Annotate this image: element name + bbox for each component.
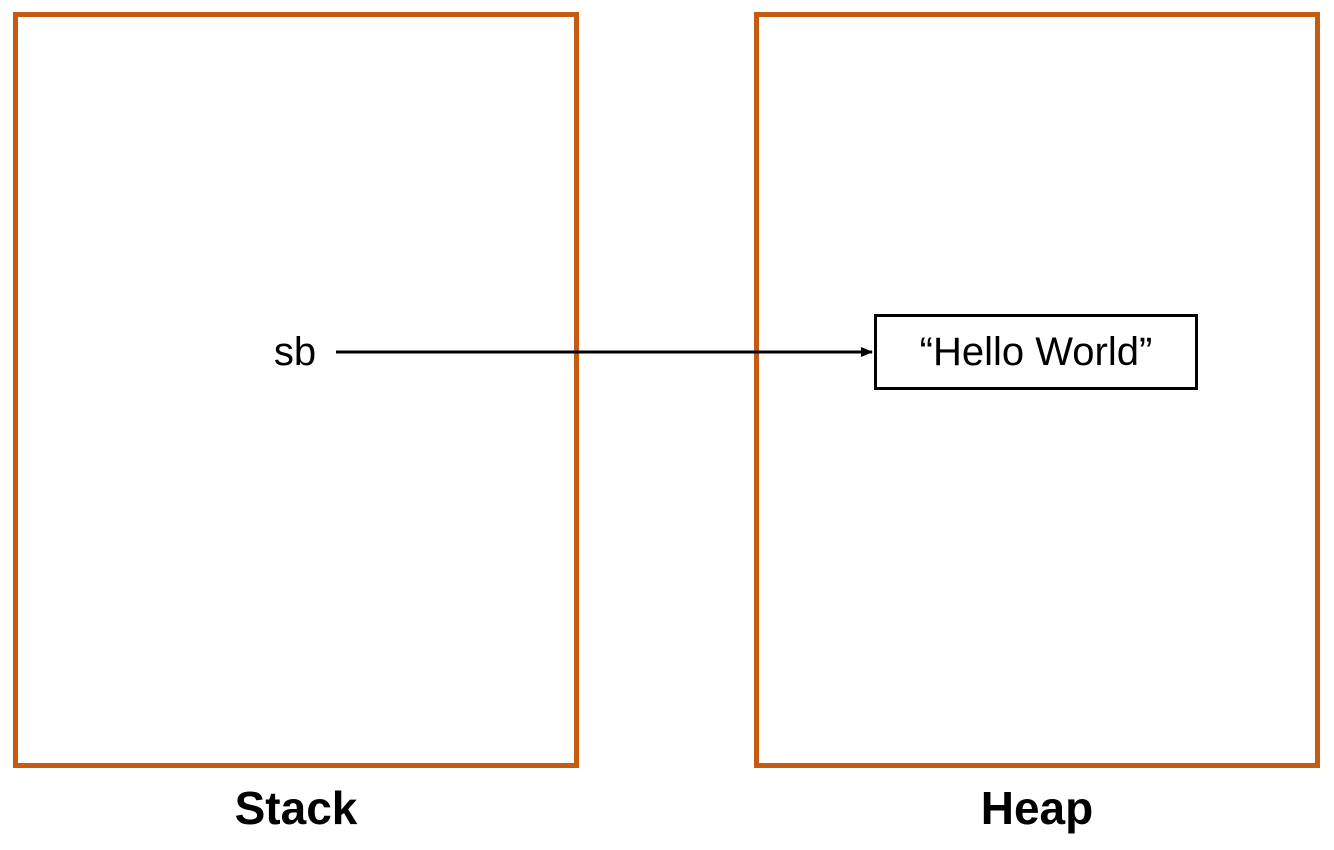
stack-panel	[13, 12, 579, 768]
heap-object-value: “Hello World”	[919, 330, 1153, 374]
heap-label: Heap	[980, 782, 1094, 834]
stack-label: Stack	[234, 782, 358, 834]
heap-object-box: “Hello World”	[874, 314, 1198, 390]
variable-sb-label: sb	[273, 330, 317, 374]
heap-panel	[754, 12, 1320, 768]
